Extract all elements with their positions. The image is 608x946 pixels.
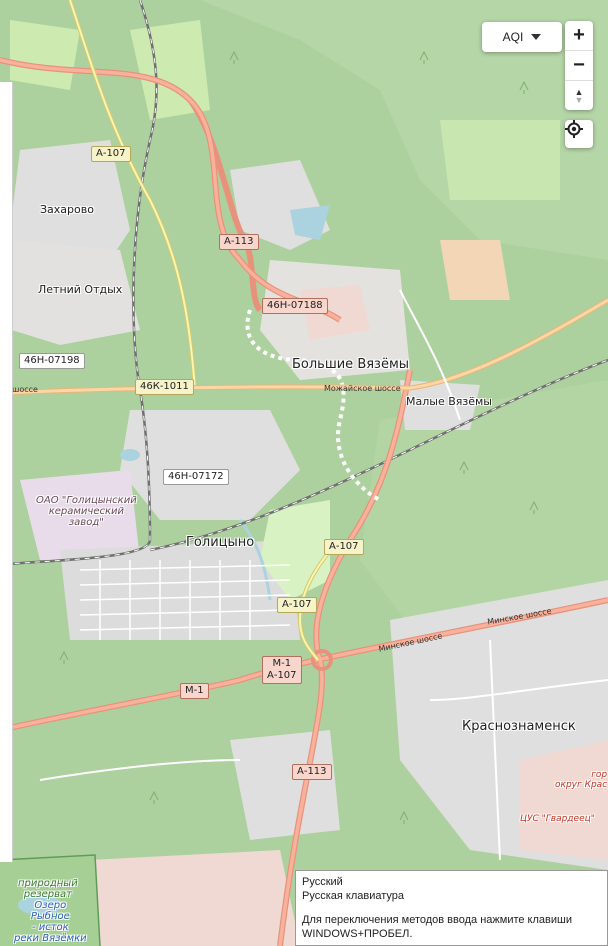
compass-north-icon: ▲ — [574, 86, 584, 97]
road-shield-46n-07198: 46Н-07198 — [19, 353, 85, 369]
ime-language: Русский — [302, 876, 343, 888]
compass-south-icon: ▼ — [574, 94, 584, 105]
locate-me-button[interactable] — [565, 120, 593, 148]
place-label-krasnoznamensk: Краснознаменск — [462, 719, 576, 734]
zoom-in-button[interactable]: + — [573, 24, 585, 46]
poi-lake-line2: Рыбное — [30, 911, 70, 922]
poi-okrug-line1: гор — [591, 770, 608, 780]
poi-label-okrug: гор округ Крас — [555, 770, 607, 790]
aqi-layer-dropdown[interactable]: AQI — [482, 22, 562, 52]
poi-okrug-line2: округ Крас — [555, 780, 608, 790]
place-label-letniy-otdykh: Летний Отдых — [38, 283, 123, 296]
road-name-mozhayskoe: Можайское шоссе — [324, 384, 401, 393]
side-panel-edge[interactable] — [0, 82, 13, 862]
zoom-control: + − ▲ ▼ — [565, 21, 593, 110]
poi-reserve-line1: природный — [18, 878, 78, 889]
road-shield-a107-north: А-107 — [91, 146, 131, 162]
poi-label-cus: ЦУС "Гвардеец" — [520, 814, 595, 824]
place-label-malye-vyazemy: Малые Вязёмы — [406, 395, 492, 408]
poi-label-reserve: природный резерват — [18, 878, 78, 900]
road-shield-a113-south: А-113 — [292, 764, 332, 780]
road-shield-a113-north: А-113 — [219, 234, 259, 250]
crosshair-icon — [565, 120, 583, 138]
poi-factory-line2: керамический — [48, 506, 125, 517]
poi-factory-line1: ОАО "Голицынский — [36, 495, 137, 506]
compass-button[interactable]: ▲ ▼ — [565, 80, 593, 110]
ime-hint-line2: WINDOWS+ПРОБЕЛ. — [302, 928, 413, 940]
road-shield-46n-07172: 46Н-07172 — [163, 469, 229, 485]
place-label-bolshie-vyazemy: Большие Вязёмы — [292, 357, 410, 372]
poi-label-lake: Озеро Рыбное - исток реки Вязёмки — [14, 900, 87, 944]
poi-label-ceramic-factory: ОАО "Голицынский керамический завод" — [36, 495, 137, 528]
road-shield-m1-line: М-1 — [272, 658, 292, 669]
caret-down-icon — [531, 34, 542, 40]
poi-factory-line3: завод" — [68, 517, 104, 528]
road-shield-46k-1011: 46К-1011 — [135, 379, 194, 395]
poi-reserve-line2: резерват — [23, 889, 72, 900]
road-shield-46n-07188: 46Н-07188 — [262, 298, 328, 314]
road-shield-a107-line: А-107 — [267, 670, 297, 681]
road-name-mozhayskoe-west: шоссе — [12, 385, 38, 394]
road-shield-m1-a107: М-1 А-107 — [262, 656, 302, 684]
poi-lake-line4: реки Вязёмки — [14, 933, 87, 944]
ime-keyboard: Русская клавиатура — [302, 890, 405, 902]
road-shield-m1-west: М-1 — [180, 683, 209, 699]
road-shield-a107-south: А-107 — [277, 597, 317, 613]
place-label-zakharovo: Захарово — [40, 203, 94, 216]
ime-language-tooltip: Русский Русская клавиатура Для переключе… — [295, 870, 608, 946]
ime-hint-line1: Для переключения методов ввода нажмите к… — [302, 914, 572, 926]
poi-lake-line1: Озеро — [34, 900, 67, 911]
place-label-golitsyno: Голицыно — [186, 535, 255, 550]
poi-lake-line3: - исток — [31, 922, 69, 933]
road-shield-a107-mid: А-107 — [324, 539, 364, 555]
aqi-label: AQI — [502, 30, 524, 44]
zoom-out-button[interactable]: − — [565, 50, 593, 80]
